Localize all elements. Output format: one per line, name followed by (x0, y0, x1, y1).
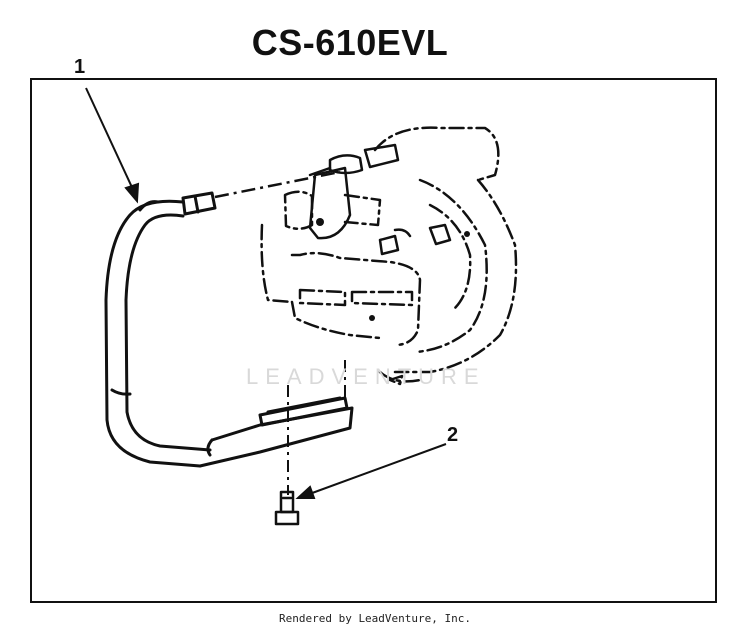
front-handle-part (104, 191, 354, 468)
bolt-hole-lower-icon (464, 231, 470, 237)
callout-label-2: 2 (447, 424, 459, 446)
bolt-hole-top-icon (316, 218, 324, 226)
bolt-part (274, 490, 300, 526)
chainsaw-body-outline (260, 126, 518, 386)
assembly-line-handle (214, 170, 341, 199)
callout-label-1: 1 (74, 56, 86, 78)
diagram-frame (30, 78, 717, 603)
footer-credit: Rendered by LeadVenture, Inc. (278, 612, 472, 625)
watermark: LEADVENTURE (246, 364, 486, 389)
leader-arrow-2 (295, 443, 447, 499)
page-title: CS-610EVL (251, 22, 449, 63)
bolt-hole-mid-icon (369, 315, 375, 321)
chainsaw-body-details (308, 143, 452, 256)
leader-arrow-1 (85, 87, 140, 204)
